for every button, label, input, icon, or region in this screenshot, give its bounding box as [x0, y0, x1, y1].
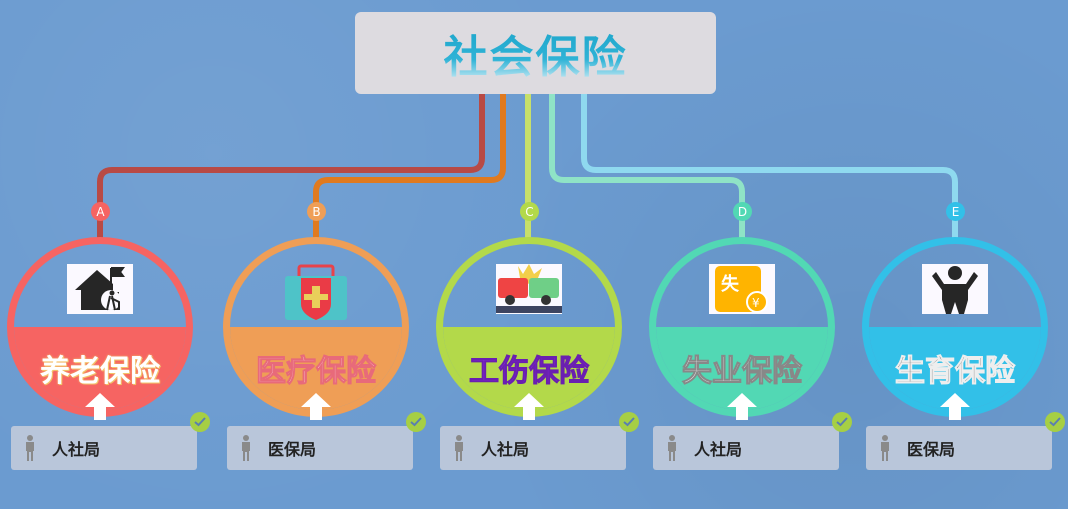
agency-box[interactable]: 人社局: [440, 426, 626, 470]
connector-b: [313, 94, 506, 240]
badge-d: D: [733, 202, 752, 221]
agency-box[interactable]: 人社局: [11, 426, 197, 470]
elderly-home-icon: [67, 264, 133, 314]
agency-name: 人社局: [481, 440, 530, 459]
car-crash-icon: [496, 264, 562, 314]
insurance-name: 养老保险: [40, 354, 160, 389]
badge-e: E: [946, 202, 965, 221]
arrow-up-icon: [514, 393, 544, 420]
badge-c: C: [520, 202, 539, 221]
check-icon: [1045, 412, 1065, 432]
insurance-name: 医疗保险: [256, 354, 377, 390]
unemployment-yen-icon: 失¥: [709, 264, 775, 314]
insurance-name: 生育保险: [895, 354, 1016, 390]
insurance-name: 失业保险: [682, 354, 803, 390]
check-icon: [190, 412, 210, 432]
badge-b: B: [307, 202, 326, 221]
title-box: 社会保险: [355, 12, 716, 94]
insurance-node[interactable]: 养老保险: [7, 237, 193, 417]
svg-text:失: 失: [721, 273, 740, 295]
svg-text:¥: ¥: [752, 296, 760, 310]
insurance-name: 工伤保险: [469, 354, 590, 390]
badge-a: A: [91, 202, 110, 221]
medical-kit-icon: [283, 264, 349, 320]
arrow-up-icon: [940, 393, 970, 420]
agency-box[interactable]: 人社局: [653, 426, 839, 470]
connector-d: [549, 94, 745, 240]
arrow-up-icon: [727, 393, 757, 420]
person-icon: [26, 435, 34, 461]
agency-name: 医保局: [268, 440, 317, 459]
check-icon: [832, 412, 852, 432]
agency-name: 医保局: [907, 440, 956, 459]
check-icon: [619, 412, 639, 432]
person-icon: [242, 435, 250, 461]
arrow-up-icon: [85, 393, 115, 420]
person-icon: [668, 435, 676, 461]
agency-box[interactable]: 医保局: [866, 426, 1052, 470]
person-icon: [455, 435, 463, 461]
agency-name: 人社局: [694, 440, 743, 459]
connector-a: [97, 94, 485, 240]
arrow-up-icon: [301, 393, 331, 420]
person-icon: [881, 435, 889, 461]
check-icon: [406, 412, 426, 432]
baby-icon: [922, 264, 988, 314]
agency-box[interactable]: 医保局: [227, 426, 413, 470]
connector-e: [581, 94, 958, 240]
agency-name: 人社局: [52, 440, 101, 459]
page-title: 社会保险: [444, 21, 628, 85]
